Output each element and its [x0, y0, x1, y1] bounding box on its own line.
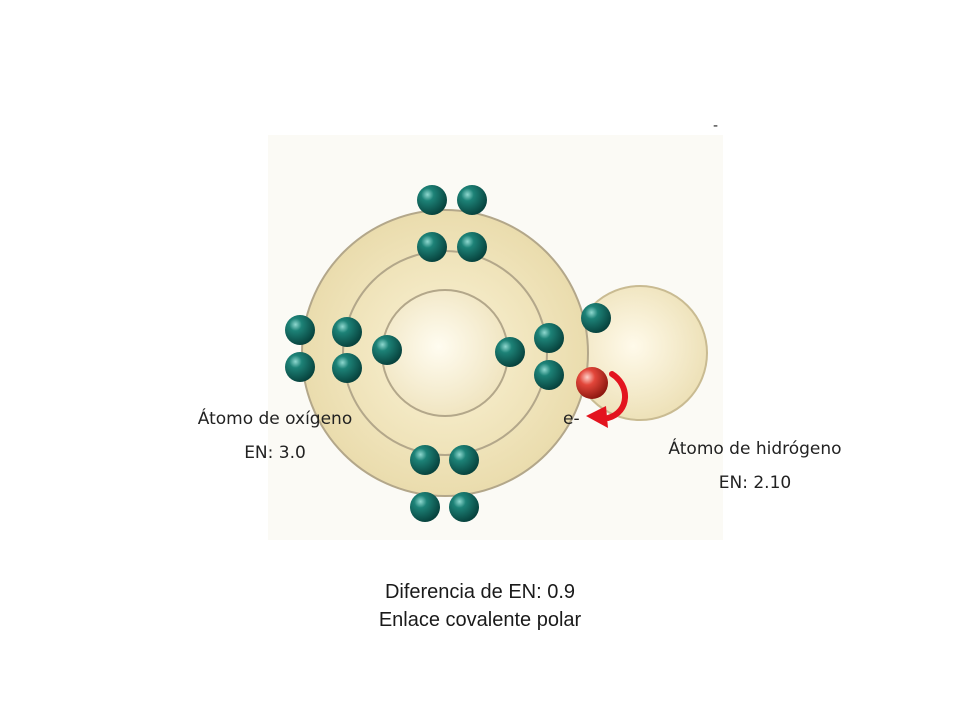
hydrogen-en: EN: 2.10 [718, 473, 792, 493]
electron [449, 492, 479, 522]
electron [457, 232, 487, 262]
electron [495, 337, 525, 367]
electron [534, 360, 564, 390]
electron-label: e- [563, 409, 580, 429]
bond-type: Enlace covalente polar [378, 609, 582, 631]
en-difference: Diferencia de EN: 0.9 [384, 581, 576, 603]
oxygen-label: Átomo de oxígeno EN: 3.0 [170, 402, 380, 470]
summary: Diferencia de EN: 0.9 Enlace covalente p… [280, 578, 680, 634]
hydrogen-name: Átomo de hidrógeno [668, 439, 842, 459]
electron [417, 232, 447, 262]
corner-mark: - [713, 118, 719, 134]
electron [410, 492, 440, 522]
electron [332, 353, 362, 383]
oxygen-name: Átomo de oxígeno [197, 409, 353, 429]
electrons [285, 185, 611, 522]
electron [417, 185, 447, 215]
electron [534, 323, 564, 353]
electron [285, 352, 315, 382]
electron [332, 317, 362, 347]
curved-arrow-icon [586, 371, 628, 428]
electron [410, 445, 440, 475]
electron [372, 335, 402, 365]
electron [581, 303, 611, 333]
electron [285, 315, 315, 345]
shared-electron [576, 367, 608, 399]
hydrogen-label: Átomo de hidrógeno EN: 2.10 [640, 432, 870, 500]
electron [457, 185, 487, 215]
electron [449, 445, 479, 475]
oxygen-en: EN: 3.0 [244, 443, 306, 463]
